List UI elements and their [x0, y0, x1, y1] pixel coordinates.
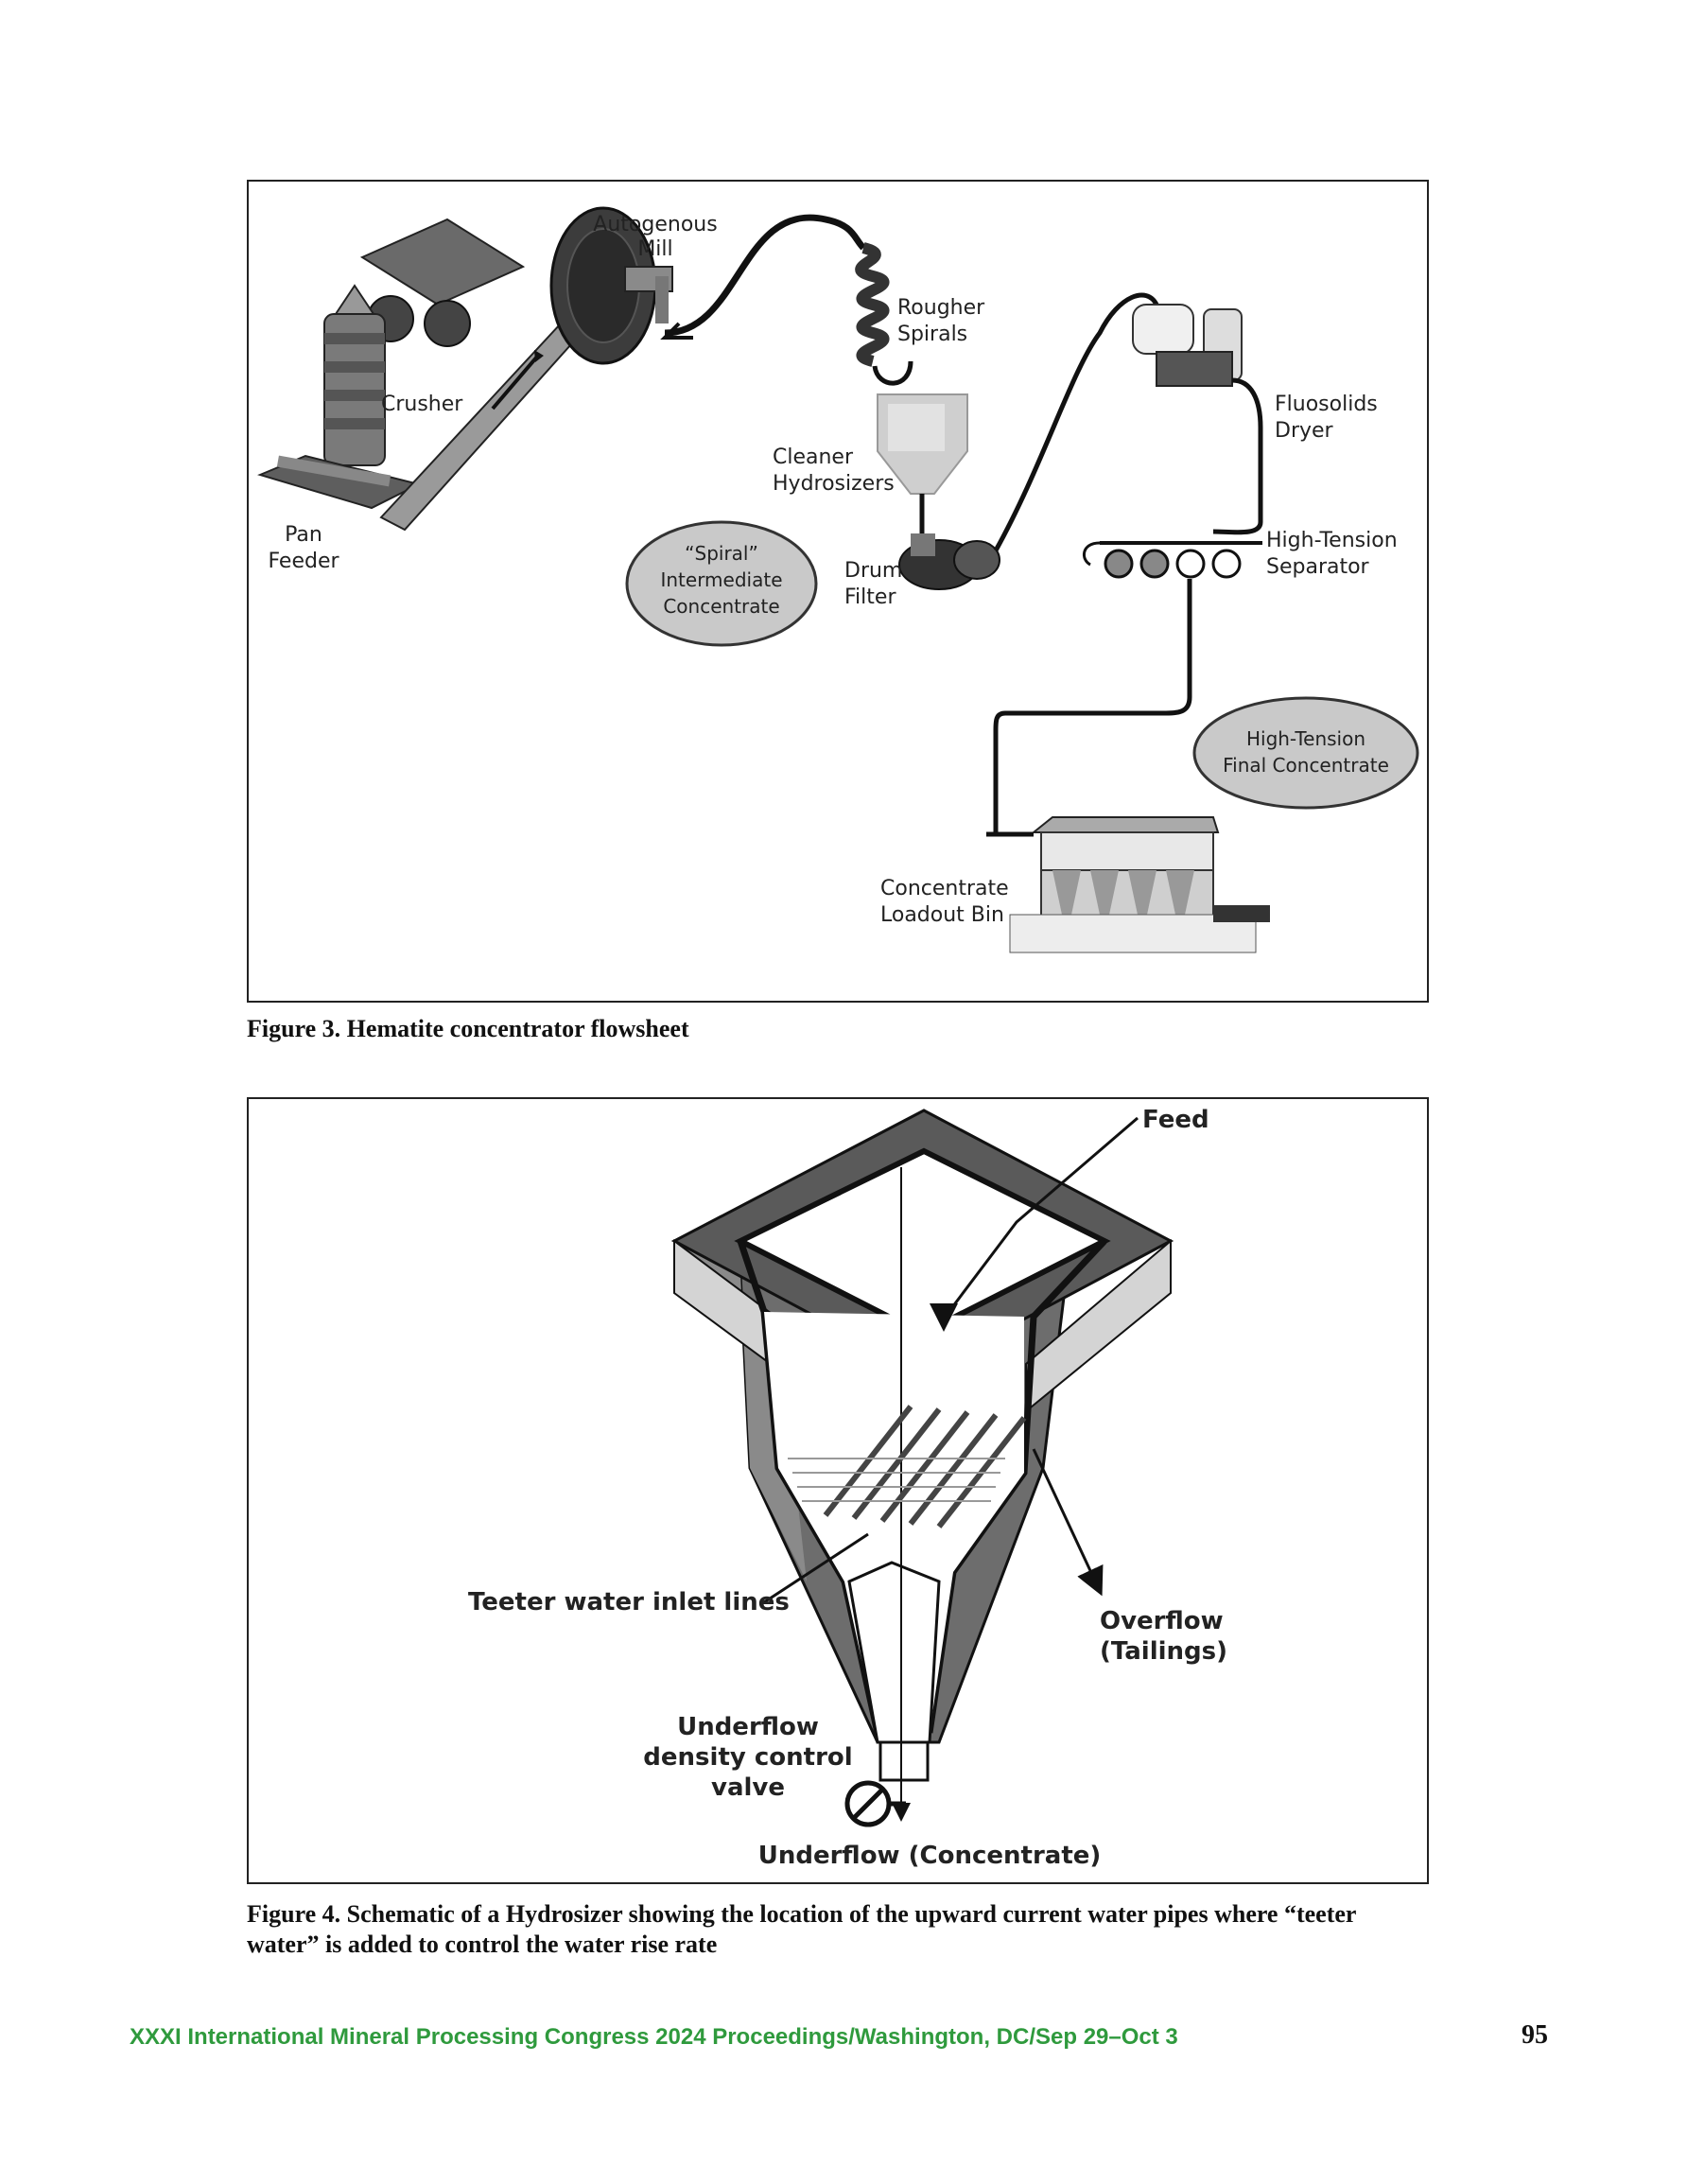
- high-tension-separator-illustration: [993, 541, 1262, 834]
- teeter-water-pipes: [823, 1405, 1027, 1529]
- label-spiral-concentrate-2: Intermediate: [660, 568, 782, 591]
- label-rougher-spirals-2: Spirals: [897, 323, 967, 346]
- label-underflow-valve-2: density control: [643, 1743, 852, 1772]
- drum-filter-illustration: [898, 494, 1000, 590]
- figure-4-caption: Figure 4. Schematic of a Hydrosizer show…: [247, 1900, 1356, 1958]
- label-autogenous-mill-1: Autogenous: [593, 213, 717, 236]
- label-spiral-concentrate-1: “Spiral”: [685, 542, 758, 565]
- label-underflow-concentrate: Underflow (Concentrate): [758, 1842, 1102, 1870]
- fluosolids-dryer-illustration: [1132, 304, 1263, 535]
- page-number: 95: [1522, 2020, 1548, 2050]
- cleaner-hydrosizer-illustration: [872, 360, 968, 495]
- label-overflow-2: (Tailings): [1100, 1637, 1227, 1666]
- flowsheet-diagram: Autogenous Mill Rougher Spirals Crusher …: [257, 206, 1419, 953]
- label-underflow-valve-3: valve: [711, 1773, 785, 1802]
- label-drum-filter-1: Drum: [844, 559, 902, 583]
- label-crusher: Crusher: [381, 393, 463, 416]
- label-cleaner-hydrosizers-2: Hydrosizers: [773, 472, 895, 496]
- autogenous-mill-illustration: [549, 206, 673, 365]
- proceedings-footer: XXXI International Mineral Processing Co…: [130, 2024, 1178, 2050]
- label-drum-filter-2: Filter: [844, 585, 896, 609]
- label-rougher-spirals-1: Rougher: [897, 296, 985, 320]
- pan-feeder-illustration: [257, 454, 422, 510]
- hydrosizer-schematic: Feed Teeter water inlet lines Overflow (…: [468, 1106, 1227, 1870]
- label-spiral-concentrate-3: Concentrate: [663, 595, 779, 618]
- label-ht-separator-1: High-Tension: [1266, 529, 1398, 552]
- label-autogenous-mill-2: Mill: [637, 237, 672, 261]
- density-control-valve: [844, 1780, 906, 1827]
- label-fluosolids-dryer-2: Dryer: [1275, 419, 1334, 443]
- hydrosizer-tank: [670, 1109, 1174, 1782]
- label-feed: Feed: [1142, 1106, 1209, 1134]
- ht-final-concentrate-oval: [1192, 696, 1419, 810]
- label-fluosolids-dryer-1: Fluosolids: [1275, 393, 1378, 416]
- spiral-intermediate-concentrate-oval: [625, 520, 818, 647]
- label-pan-feeder-2: Feeder: [268, 550, 339, 573]
- label-underflow-valve-1: Underflow: [677, 1713, 819, 1741]
- label-loadout-bin-1: Concentrate: [880, 877, 1009, 900]
- label-cleaner-hydrosizers-1: Cleaner: [773, 446, 854, 469]
- label-pan-feeder-1: Pan: [285, 523, 322, 547]
- label-overflow-1: Overflow: [1100, 1607, 1224, 1635]
- figure-4-hydrosizer: Feed Teeter water inlet lines Overflow (…: [247, 1097, 1429, 1884]
- label-teeter-water: Teeter water inlet lines: [468, 1588, 790, 1616]
- label-loadout-bin-2: Loadout Bin: [880, 903, 1004, 927]
- label-ht-final-concentrate-2: Final Concentrate: [1223, 754, 1389, 777]
- label-ht-final-concentrate-1: High-Tension: [1246, 727, 1365, 750]
- figure-3-caption: Figure 3. Hematite concentrator flowshee…: [247, 1015, 689, 1042]
- figure-3-flowsheet: Autogenous Mill Rougher Spirals Crusher …: [247, 180, 1429, 1003]
- label-ht-separator-2: Separator: [1266, 555, 1370, 579]
- conveyor-belt: [379, 322, 582, 532]
- crusher-illustration: [323, 218, 526, 466]
- rougher-spirals-illustration: [855, 242, 890, 367]
- loadout-bin-illustration: [986, 816, 1270, 953]
